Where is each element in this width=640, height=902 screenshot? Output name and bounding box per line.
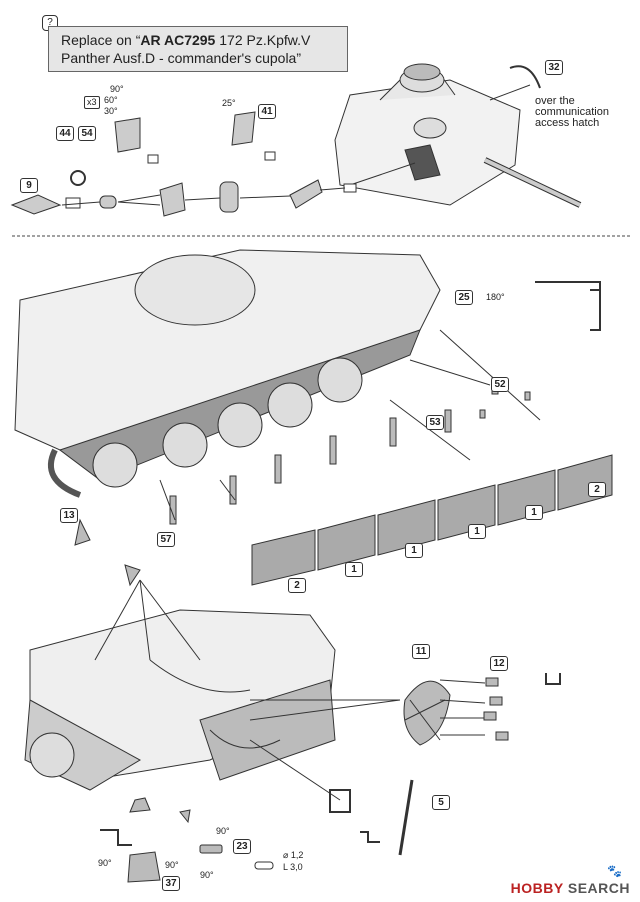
leader-lines-middle [159, 329, 541, 521]
part-number-41: 41 [258, 104, 276, 119]
turret-drawing [334, 63, 582, 208]
part-number-9: 9 [20, 178, 38, 193]
part-number-13: 13 [60, 508, 78, 523]
part-number-12: 12 [490, 656, 508, 671]
angle-label-30: 30° [104, 106, 118, 116]
brand-name-suffix: SEARCH [563, 880, 630, 896]
part-number-1: 1 [345, 562, 363, 577]
communication-hatch-note: over the communication access hatch [535, 95, 609, 129]
part-number-37: 37 [162, 876, 180, 891]
angle-label-25: 25° [222, 98, 236, 108]
part-number-53: 53 [426, 415, 444, 430]
small-parts-bottom [74, 518, 561, 883]
rod-length: L 3,0 [283, 862, 303, 872]
rod-diameter: ⌀ 1,2 [283, 850, 304, 860]
leader-line [349, 162, 416, 186]
angle-label-90: 90° [216, 826, 230, 836]
handle-part-32 [509, 65, 541, 89]
note-line-2: Panther Ausf.D - commander's cupola” [61, 50, 302, 66]
part-number-1: 1 [405, 543, 423, 558]
hatch-part-11 [403, 680, 451, 746]
part-number-2-left: 2 [288, 578, 306, 593]
brand-logo: HOBBY SEARCH [511, 880, 630, 896]
angle-label-90: 90° [110, 84, 124, 94]
part-number-25: 25 [455, 290, 473, 305]
part-number-44: 44 [56, 126, 74, 141]
angle-label-90: 90° [200, 870, 214, 880]
quantity-x3: x3 [84, 96, 100, 109]
angle-label-90: 90° [98, 858, 112, 868]
part-number-57: 57 [157, 532, 175, 547]
part-number-32: 32 [545, 60, 563, 75]
part-number-1: 1 [525, 505, 543, 520]
angle-label-60: 60° [104, 95, 118, 105]
bracket-corner-detail [535, 281, 601, 331]
note-line-1: Replace on “AR AC7295 172 Pz.Kpfw.V [61, 31, 347, 49]
leader-lines-bottom [94, 579, 486, 801]
subassembly-top [10, 111, 357, 217]
part-number-54: 54 [78, 126, 96, 141]
bear-paw-icon: 🐾 [607, 864, 622, 878]
replacement-note: Replace on “AR AC7295 172 Pz.Kpfw.V Pant… [48, 26, 348, 72]
hull-with-tracks [14, 249, 441, 498]
part-number-11: 11 [412, 644, 430, 659]
part-number-23: 23 [233, 839, 251, 854]
angle-label-90: 90° [165, 860, 179, 870]
leader-line [489, 84, 531, 101]
part-number-5: 5 [432, 795, 450, 810]
note-product-code: AR AC7295 [140, 32, 216, 48]
part-number-52: 52 [491, 377, 509, 392]
note-line1-post: 172 Pz.Kpfw.V [215, 32, 311, 48]
part-number-1: 1 [468, 524, 486, 539]
part-number-2-right: 2 [588, 482, 606, 497]
angle-label-180: 180° [486, 292, 505, 302]
note-line1-pre: Replace on “ [61, 32, 141, 48]
side-skirt-plates [251, 454, 613, 586]
brand-name: HOBBY [510, 880, 564, 896]
